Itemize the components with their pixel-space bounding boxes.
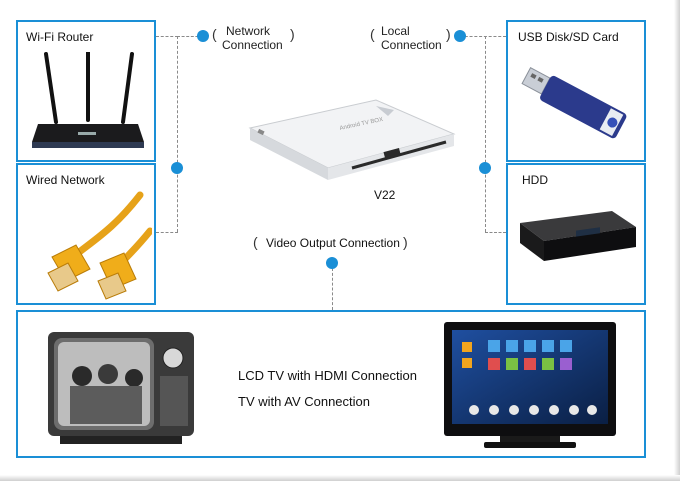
local-label-line2: Connection [381, 38, 442, 52]
hdd-label: HDD [522, 173, 548, 187]
local-connection-dot [454, 30, 466, 42]
page-shadow-bottom [0, 475, 680, 481]
local-paren-close: ) [446, 26, 451, 42]
network-connection-label: Network Connection [222, 24, 283, 52]
right-mid-dot [479, 162, 491, 174]
usb-disk-box: USB Disk/SD Card [506, 20, 646, 162]
network-paren-close: ) [290, 26, 295, 42]
retro-tv-icon [48, 332, 194, 444]
ethernet-cable-icon [47, 191, 152, 300]
left-bottom-connector [156, 232, 178, 233]
right-top-connector [460, 36, 506, 37]
video-paren-close: ) [403, 234, 408, 250]
video-output-label: Video Output Connection [266, 236, 400, 250]
network-paren-open: ( [212, 26, 217, 42]
tv-output-box: LCD TV with HDMI Connection TV with AV C… [16, 310, 646, 458]
local-connection-label: Local Connection [381, 24, 442, 52]
local-label-line1: Local [381, 24, 410, 38]
network-connection-dot [197, 30, 209, 42]
local-paren-open: ( [370, 26, 375, 42]
wifi-router-label: Wi-Fi Router [26, 30, 94, 44]
video-connector-line [332, 268, 333, 310]
hdd-icon [520, 211, 636, 261]
left-mid-dot [171, 162, 183, 174]
wifi-router-icon [32, 52, 144, 148]
tv-box-device-icon: Android TV BOX [248, 99, 456, 180]
device-model-label: V22 [374, 188, 396, 202]
usb-stick-icon [521, 67, 627, 139]
video-output-dot [326, 257, 338, 269]
video-paren-open: ( [253, 234, 258, 250]
network-label-line1: Network [226, 24, 271, 38]
usb-disk-label: USB Disk/SD Card [518, 30, 619, 44]
page-shadow [674, 0, 680, 481]
right-connector-line [485, 36, 486, 232]
network-label-line2: Connection [222, 38, 283, 52]
left-top-connector [156, 36, 178, 37]
wired-network-box: Wired Network [16, 163, 156, 305]
hdmi-connection-label: LCD TV with HDMI Connection [238, 368, 417, 383]
wifi-router-box: Wi-Fi Router [16, 20, 156, 162]
av-connection-label: TV with AV Connection [238, 394, 370, 409]
left-mid-connector [177, 36, 203, 37]
wired-network-label: Wired Network [26, 173, 105, 187]
hdd-box: HDD [506, 163, 646, 305]
right-bottom-connector [485, 232, 506, 233]
lcd-tv-icon [444, 322, 616, 448]
left-connector-line [177, 36, 178, 232]
